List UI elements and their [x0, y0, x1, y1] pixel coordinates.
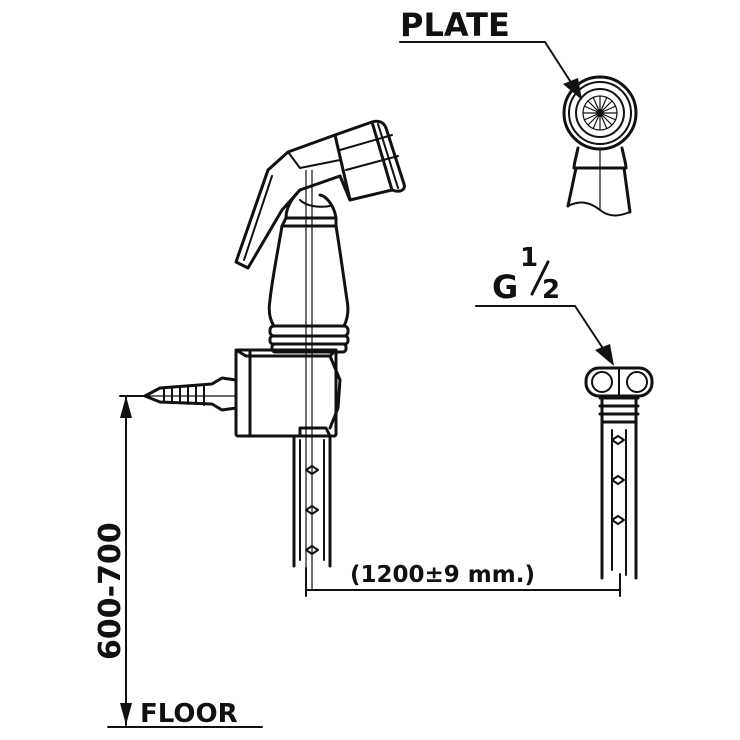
hose — [292, 434, 332, 568]
thread-fitting — [584, 366, 654, 580]
wall-anchor-screw — [143, 376, 238, 412]
height-label: 600-700 — [93, 522, 128, 660]
spray-head — [234, 119, 406, 590]
thread-fraction-bar — [530, 260, 550, 296]
length-label: (1200±9 mm.) — [350, 562, 535, 588]
plate-label: PLATE — [400, 6, 510, 44]
length-dimension — [305, 567, 621, 597]
thread-leader-arrowhead — [595, 344, 614, 366]
thread-leader-line — [475, 305, 605, 351]
wall-holder — [234, 348, 342, 438]
handle-body — [267, 216, 350, 354]
plate-detail — [562, 75, 638, 217]
floor-label: FLOOR — [140, 699, 238, 729]
thread-label-g: G — [492, 268, 518, 306]
height-dimension — [119, 395, 146, 726]
plate-leader-line — [399, 41, 573, 85]
thread-label-numerator: 1 — [520, 243, 538, 273]
thread-label-denominator: 2 — [542, 275, 560, 305]
